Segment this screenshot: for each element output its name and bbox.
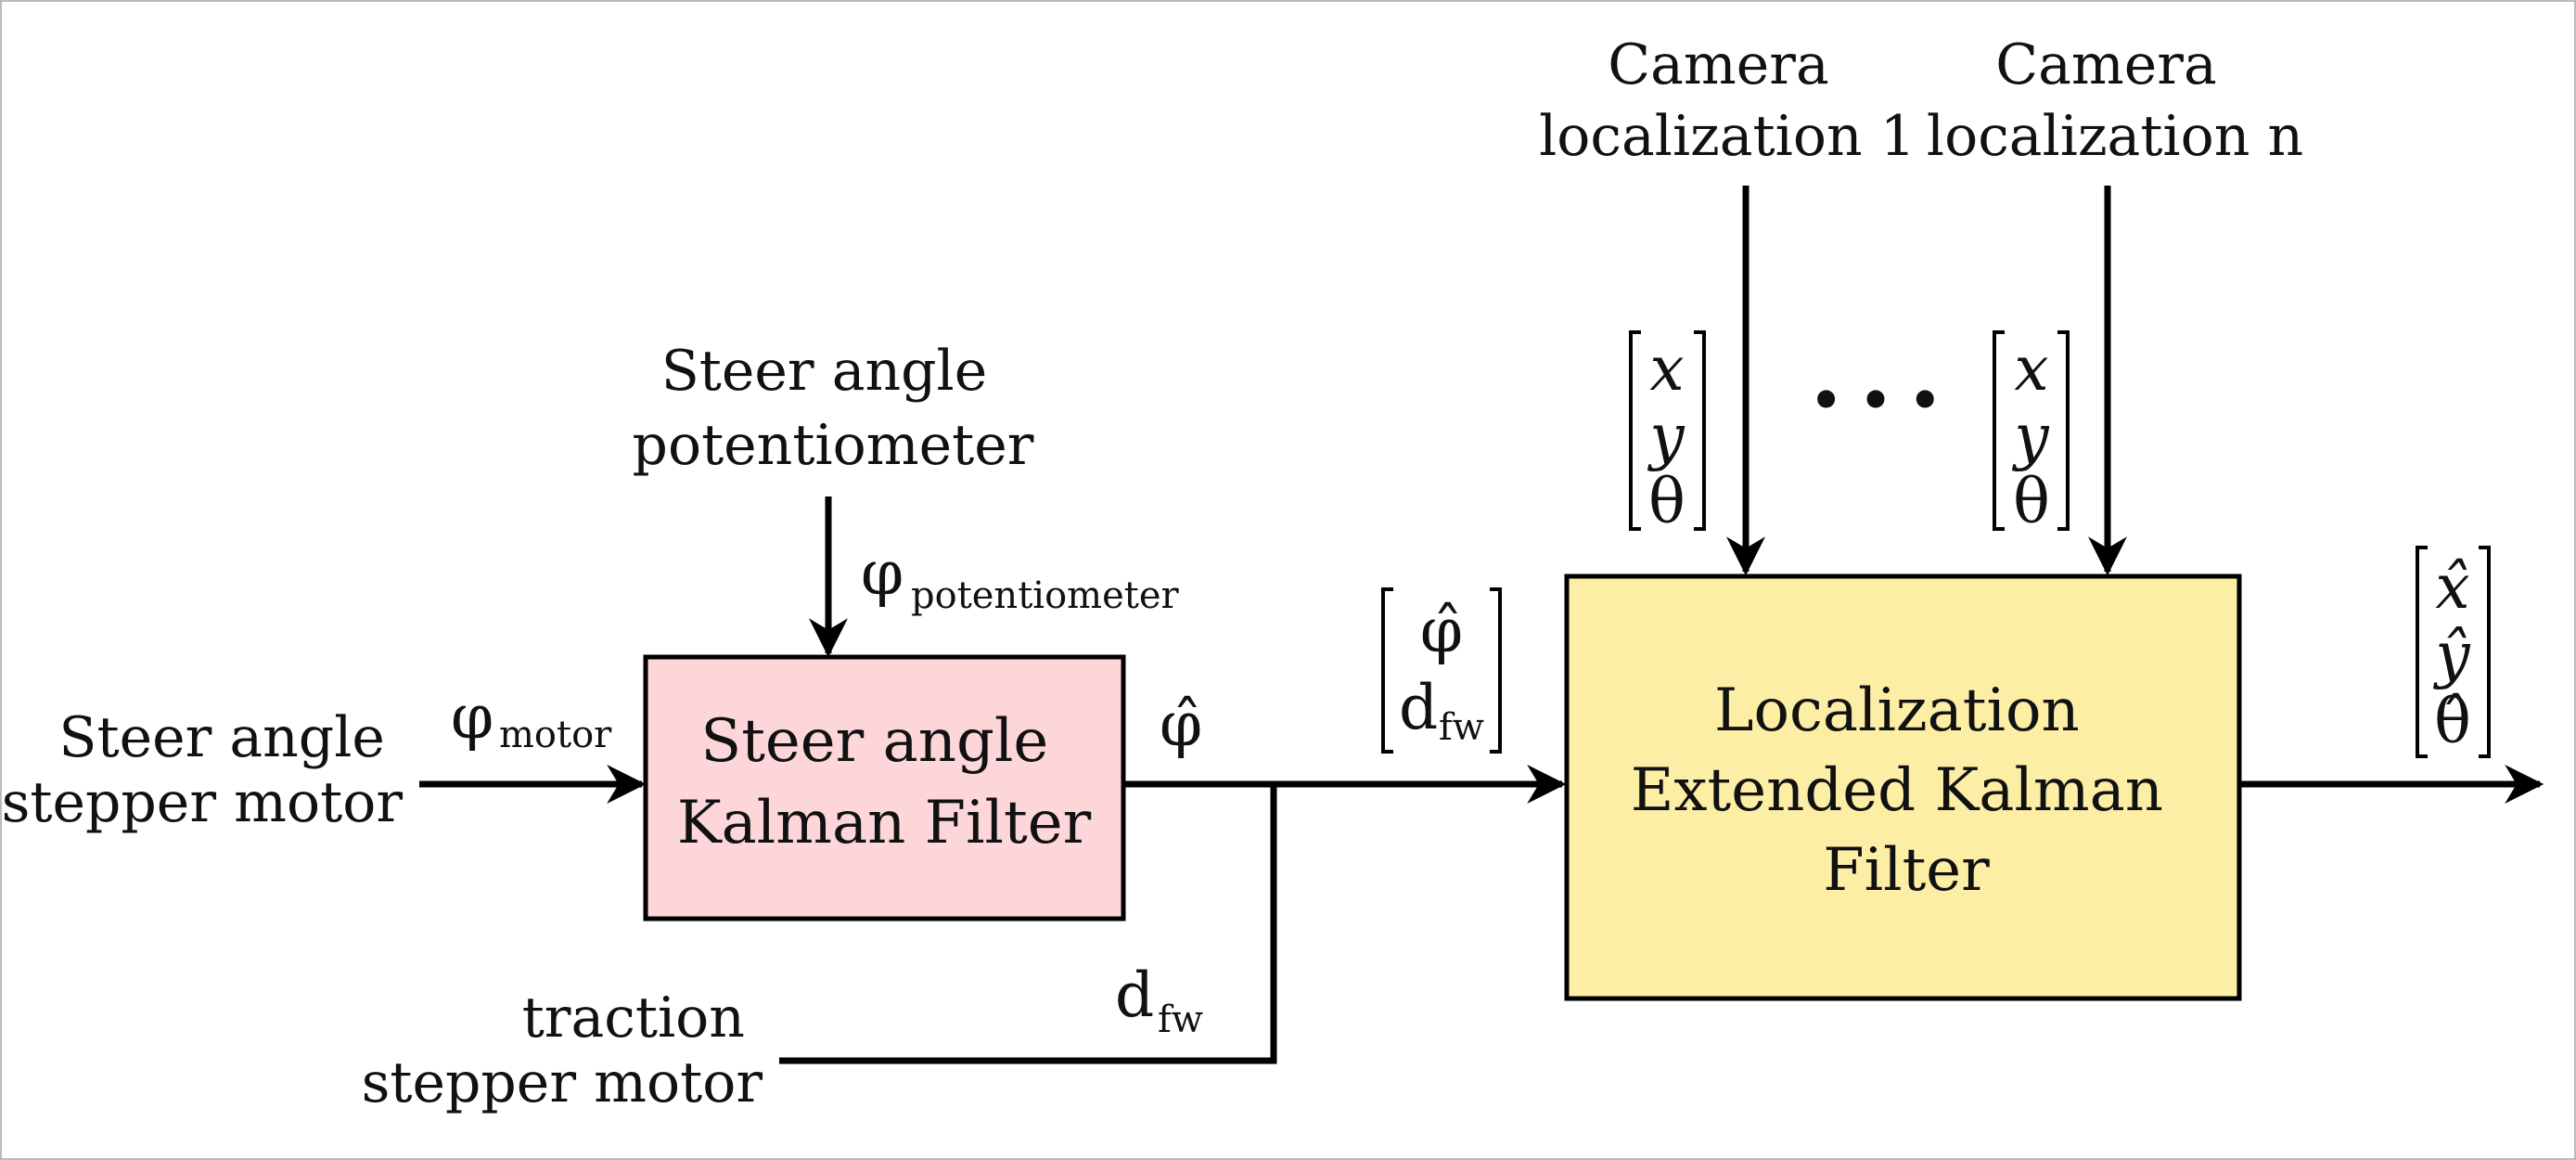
- traction-stepper-motor-label: traction stepper motor: [362, 986, 763, 1115]
- left-bracket: [1629, 330, 1641, 531]
- steer-kalman-line-2: Kalman Filter: [677, 789, 1092, 857]
- steer-kalman-line-1: Steer angle: [700, 707, 1048, 776]
- phi-motor-signal: φ motor: [451, 681, 612, 756]
- camera-n-y: y: [2011, 401, 2049, 472]
- vector-d-fw: d fw: [1399, 672, 1484, 749]
- vector-phi-hat: φ̂: [1420, 595, 1463, 666]
- ekf-line-3: Filter: [1823, 836, 1990, 905]
- camera-1-theta: θ: [1648, 466, 1685, 537]
- steer-kalman-filter-label: Steer angle Kalman Filter: [677, 707, 1092, 857]
- localization-ekf-label: Localization Extended Kalman Filter: [1631, 677, 2183, 905]
- camera-n-state-vector: x y θ: [1993, 330, 2070, 537]
- steer-kalman-filter-block: [643, 654, 1126, 922]
- right-bracket: [1490, 587, 1502, 754]
- right-bracket: [2057, 330, 2070, 531]
- d-fw-signal: d fw: [1115, 960, 1203, 1041]
- camera-ellipsis: • • •: [1810, 370, 1941, 430]
- output-x-hat: x̂: [2435, 551, 2469, 623]
- output-theta-hat: θ̂: [2434, 686, 2471, 757]
- traction-to-junction-line: [779, 784, 1277, 1064]
- camera-localization-n-label: Camera localization n: [1927, 32, 2303, 169]
- potentiometer-label: Steer angle potentiometer: [633, 339, 1034, 478]
- left-bracket: [1993, 330, 2005, 531]
- left-bracket: [2416, 546, 2428, 758]
- output-y-hat: ŷ: [2432, 619, 2470, 690]
- left-bracket: [1381, 587, 1393, 754]
- phi-hat-dfw-vector: φ̂ d fw: [1381, 587, 1502, 754]
- phi-potentiometer-signal: φ potentiometer: [861, 537, 1179, 617]
- output-state-vector: x̂ ŷ θ̂: [2416, 546, 2491, 758]
- camera-1-x: x: [1649, 333, 1684, 405]
- camera-n-theta: θ: [2013, 466, 2050, 537]
- ekf-line-2: Extended Kalman: [1631, 756, 2163, 825]
- camera-n-x: x: [2014, 333, 2048, 405]
- camera-1-y: y: [1647, 401, 1685, 472]
- camera-localization-1-label: Camera localization 1: [1539, 32, 1916, 169]
- localization-ekf-block: [1564, 574, 2242, 1001]
- camera-1-state-vector: x y θ: [1629, 330, 1706, 537]
- ekf-line-1: Localization: [1714, 677, 2080, 745]
- right-bracket: [2479, 546, 2491, 758]
- steer-stepper-motor-label: Steer angle stepper motor: [2, 705, 404, 835]
- right-bracket: [1694, 330, 1706, 531]
- phi-hat-signal: φ̂: [1160, 689, 1202, 760]
